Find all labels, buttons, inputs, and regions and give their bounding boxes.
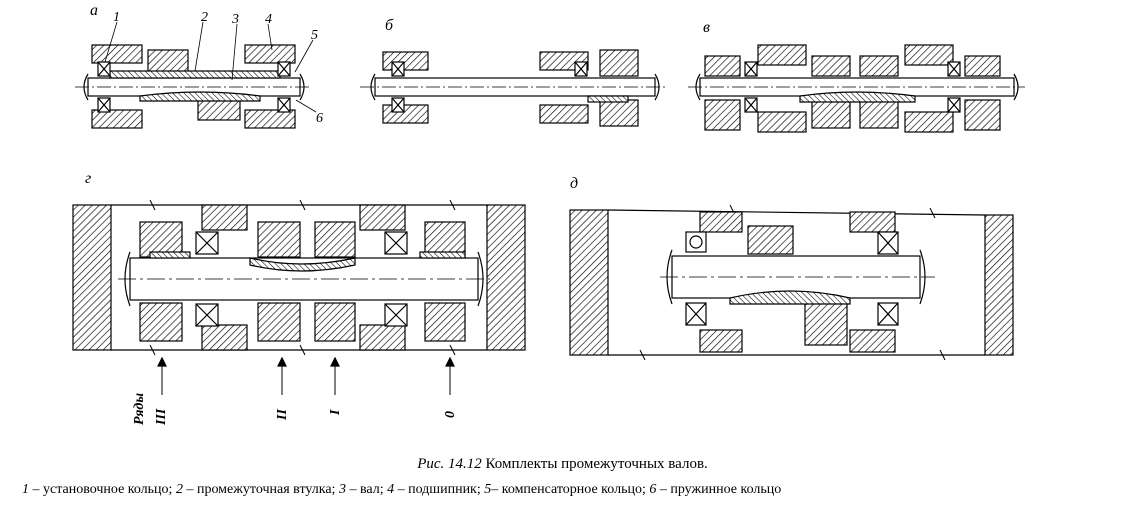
panel-a	[75, 21, 317, 129]
callout-1: 1	[113, 10, 120, 25]
legend-text-1: – установочное кольцо;	[29, 482, 176, 497]
panel-b	[360, 49, 668, 127]
figure-title: Комплекты промежуточных валов.	[485, 456, 708, 472]
legend-num-3: 3	[338, 482, 346, 497]
panel-label-b: б	[385, 17, 394, 34]
legend-num-2: 2	[175, 482, 183, 497]
legend-num-5: 5	[484, 482, 492, 497]
row-label-I: I	[328, 409, 343, 416]
legend-text-6: – пружинное кольцо	[656, 482, 782, 497]
figure-legend: 1 – установочное кольцо; 2 – промежуточн…	[22, 482, 1122, 498]
intermediate-shafts-drawing: а б в г д 1 2 3 4 5 6 Ряды III II I 0	[72, 2, 1025, 426]
callout-3: 3	[231, 12, 239, 27]
panel-g	[72, 199, 526, 395]
row-label-III: III	[154, 408, 169, 426]
rows-title: Ряды	[132, 393, 147, 425]
panel-label-a: а	[90, 2, 98, 19]
callout-5: 5	[311, 28, 318, 43]
legend-text-3: – вал;	[345, 482, 388, 497]
figure-number: Рис. 14.12	[417, 456, 482, 472]
callout-4: 4	[265, 12, 272, 27]
figure-caption: Рис. 14.12 Комплекты промежуточных валов…	[0, 456, 1125, 473]
panel-v	[688, 44, 1025, 133]
panel-label-d: д	[570, 175, 578, 192]
callout-2: 2	[201, 10, 208, 25]
legend-text-5: – компенсаторное кольцо;	[491, 482, 650, 497]
legend-text-4: – подшипник;	[394, 482, 485, 497]
legend-num-4: 4	[387, 482, 395, 497]
legend-text-2: – промежуточная втулка;	[182, 482, 339, 497]
row-label-0: 0	[443, 411, 458, 418]
panel-label-g: г	[85, 170, 91, 187]
legend-num-6: 6	[649, 482, 657, 497]
row-label-II: II	[275, 409, 290, 421]
panel-label-v: в	[703, 19, 710, 36]
callout-6: 6	[316, 111, 323, 126]
legend-num-1: 1	[22, 482, 29, 497]
panel-d	[569, 204, 1014, 361]
